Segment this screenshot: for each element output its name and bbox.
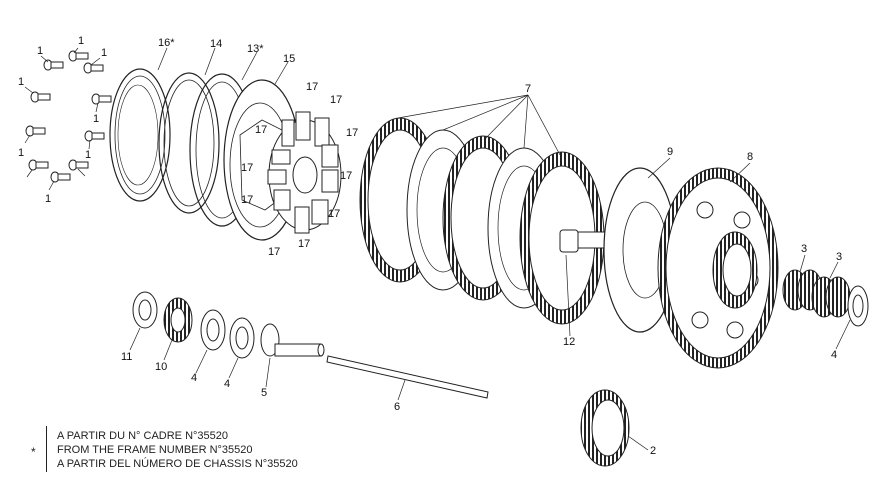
callout-10: 10 <box>155 361 167 373</box>
callout-11: 11 <box>121 351 132 363</box>
screw-part-1 <box>50 171 71 183</box>
callout-17: 17 <box>255 124 267 136</box>
callout-3: 3 <box>836 251 842 263</box>
callout-13: 13* <box>247 43 264 55</box>
screw-part-1 <box>68 159 89 171</box>
callout-17: 17 <box>346 127 358 139</box>
leader-lines <box>24 47 851 451</box>
needle-bearing-part-3 <box>811 276 851 318</box>
footnote-line-fr: A PARTIR DU N° CADRE N°35520 <box>57 430 228 442</box>
callout-15: 15 <box>283 53 295 65</box>
washer-part-4 <box>200 309 226 351</box>
screw-part-1 <box>28 159 49 171</box>
callout-3: 3 <box>801 243 807 255</box>
callout-1: 1 <box>78 35 84 47</box>
screw-part-1 <box>83 62 104 74</box>
callout-17: 17 <box>298 238 310 250</box>
primary-gear-part-2 <box>580 389 630 467</box>
callout-1: 1 <box>45 193 51 205</box>
callout-1: 1 <box>85 149 91 161</box>
callout-1: 1 <box>93 113 99 125</box>
callouts: 1 1 1 1 1 1 1 1 16* 14 13* 15 17 17 17 1… <box>18 35 842 457</box>
callout-1: 1 <box>18 147 24 159</box>
nut-part-12 <box>559 229 609 253</box>
callout-17: 17 <box>330 94 342 106</box>
callout-1: 1 <box>37 45 43 57</box>
callout-17: 17 <box>306 81 318 93</box>
screw-part-1 <box>84 130 105 142</box>
washer-part-11 <box>132 291 158 329</box>
callout-5: 5 <box>261 387 267 399</box>
callout-17: 17 <box>340 170 352 182</box>
clutch-discs-part-7 <box>359 117 605 325</box>
footnote-bracket <box>46 426 47 472</box>
footnote-line-es: A PARTIR DEL NÚMERO DE CHASSIS N°35520 <box>57 458 298 470</box>
footnote-line-en: FROM THE FRAME NUMBER N°35520 <box>57 444 253 456</box>
inner-hub-part-9 <box>603 167 677 333</box>
callout-9: 9 <box>667 146 673 158</box>
callout-2: 2 <box>650 445 656 457</box>
clutch-cover-part-16 <box>109 68 171 202</box>
pushrod-part-6 <box>326 355 489 399</box>
callout-8: 8 <box>747 151 753 163</box>
pushrod-mushroom-part-5 <box>260 323 325 357</box>
callout-1: 1 <box>18 76 24 88</box>
callout-14: 14 <box>210 38 222 50</box>
callout-17: 17 <box>328 208 340 220</box>
callout-4: 4 <box>831 349 837 361</box>
screw-part-1 <box>68 50 89 62</box>
callout-7: 7 <box>525 83 531 95</box>
washer-part-4 <box>229 317 255 359</box>
footnote-marker: * <box>31 445 36 459</box>
washer-part-4 <box>847 285 869 327</box>
ring-part-14 <box>158 72 220 214</box>
screw-part-1 <box>43 59 64 71</box>
screws-group <box>25 50 112 183</box>
springs-part-17 <box>267 111 342 234</box>
thrust-bearing-part-10 <box>163 297 193 343</box>
callout-17: 17 <box>241 194 253 206</box>
screw-part-1 <box>30 91 51 103</box>
callout-4: 4 <box>224 378 230 390</box>
basket-gear-part-8 <box>657 167 779 369</box>
screw-part-1 <box>25 125 46 137</box>
callout-17: 17 <box>241 162 253 174</box>
callout-1: 1 <box>101 47 107 59</box>
callout-6: 6 <box>394 401 400 413</box>
callout-12: 12 <box>563 336 575 348</box>
callout-17: 17 <box>268 246 280 258</box>
callout-4: 4 <box>191 372 197 384</box>
callout-16: 16* <box>158 37 175 49</box>
screw-part-1 <box>91 93 112 105</box>
